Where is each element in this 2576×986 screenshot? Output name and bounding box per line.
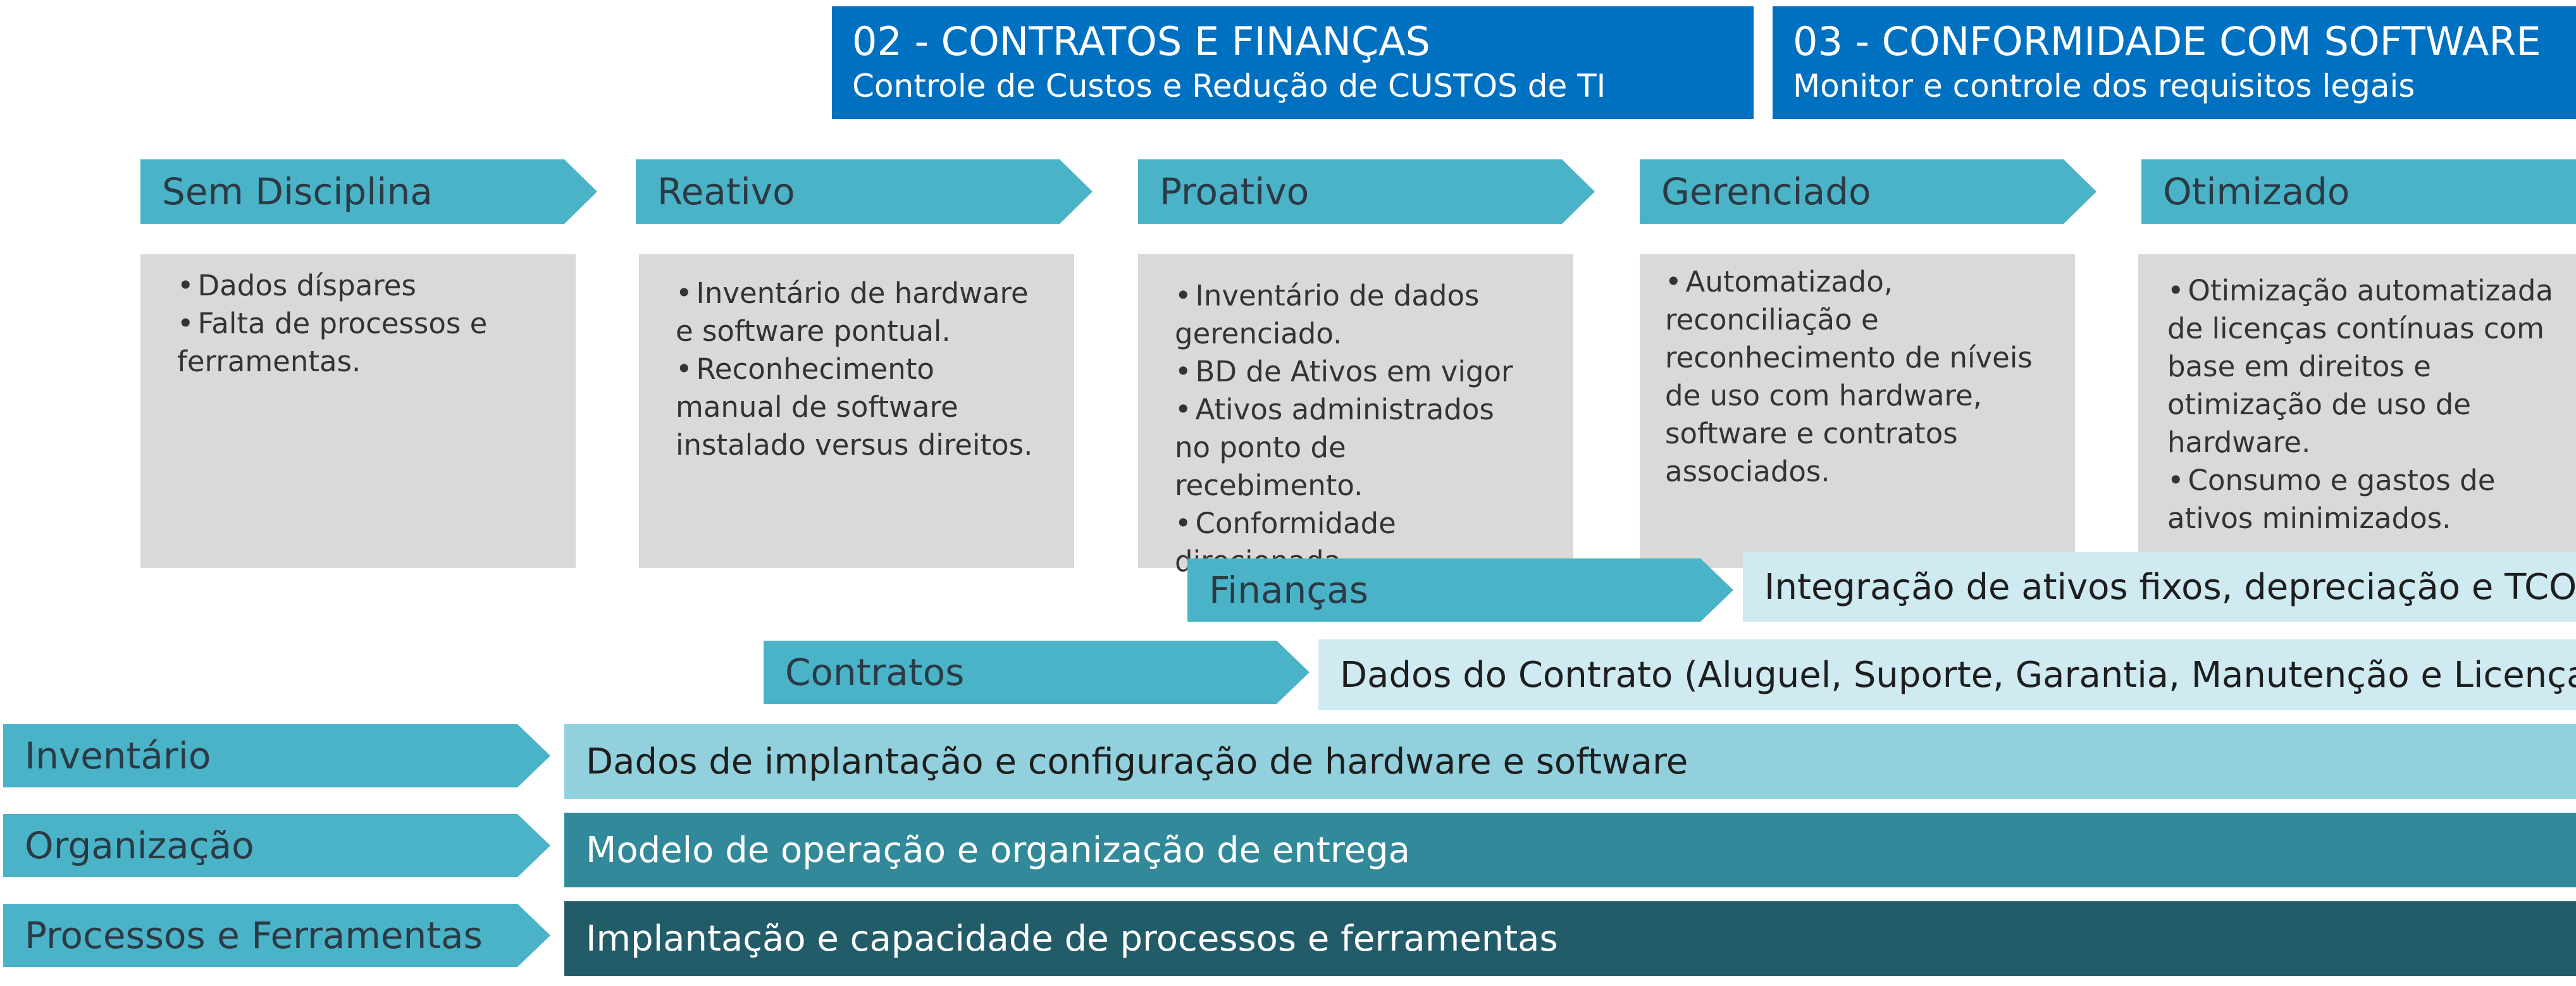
header-title: 03 - CONFORMIDADE COM SOFTWARE: [1793, 18, 2541, 65]
stage-chevron-reativo: Reativo: [636, 159, 1093, 224]
layer-bar-organizacao: Modelo de operação e organização de entr…: [564, 813, 2576, 887]
stage-box-otimizado: Otimização automatizada de licenças cont…: [2138, 254, 2576, 568]
stage-item: Ativos administrados no ponto de recebim…: [1175, 391, 1535, 505]
layer-bar-inventario: Dados de implantação e configuração de h…: [564, 724, 2576, 799]
stage-item: Consumo e gastos de ativos minimizados.: [2167, 462, 2557, 538]
header-contratos-financas: 02 - CONTRATOS E FINANÇAS Controle de Cu…: [832, 6, 1754, 119]
stage-item: Reconhecimento manual de software instal…: [676, 350, 1049, 464]
header-subtitle: Controle de Custos e Redução de CUSTOS d…: [852, 68, 1606, 104]
layer-bar-contratos: Dados do Contrato (Aluguel, Suporte, Gar…: [1318, 639, 2576, 710]
layer-chevron-financas: Finanças: [1187, 558, 1733, 622]
layer-chevron-contratos: Contratos: [764, 641, 1310, 704]
stage-item: Otimização automatizada de licenças cont…: [2167, 272, 2557, 462]
stage-box-reativo: Inventário de hardware e software pontua…: [639, 254, 1074, 568]
stage-box-gerenciado: Automatizado, reconciliação e reconhecim…: [1640, 254, 2075, 568]
layer-bar-processos-ferramentas: Implantação e capacidade de processos e …: [564, 901, 2576, 976]
stage-item: BD de Ativos em vigor: [1175, 353, 1535, 391]
layer-chevron-organizacao: Organização: [3, 814, 550, 877]
layer-chevron-processos-ferramentas: Processos e Ferramentas: [3, 904, 550, 967]
stage-chevron-gerenciado: Gerenciado: [1640, 159, 2096, 224]
stage-chevron-otimizado: Otimizado: [2141, 159, 2576, 224]
layer-bar-financas: Integração de ativos fixos, depreciação …: [1743, 552, 2576, 622]
stage-item: Automatizado, reconciliação e reconhecim…: [1665, 263, 2041, 491]
stage-box-sem-disciplina: Dados díspares Falta de processos e ferr…: [140, 254, 576, 568]
stage-chevron-proativo: Proativo: [1138, 159, 1595, 224]
stage-item: Dados díspares: [177, 267, 550, 305]
stage-item: Inventário de hardware e software pontua…: [676, 274, 1049, 350]
header-title: 02 - CONTRATOS E FINANÇAS: [852, 18, 1430, 65]
stage-item: Falta de processos e ferramentas.: [177, 305, 550, 381]
layer-chevron-inventario: Inventário: [3, 724, 550, 787]
stage-box-proativo: Inventário de dados gerenciado. BD de At…: [1138, 254, 1573, 578]
stage-item: Inventário de dados gerenciado.: [1175, 277, 1535, 353]
stage-chevron-sem-disciplina: Sem Disciplina: [140, 159, 597, 224]
header-subtitle: Monitor e controle dos requisitos legais: [1793, 68, 2415, 104]
header-conformidade-software: 03 - CONFORMIDADE COM SOFTWARE Monitor e…: [1773, 6, 2576, 119]
